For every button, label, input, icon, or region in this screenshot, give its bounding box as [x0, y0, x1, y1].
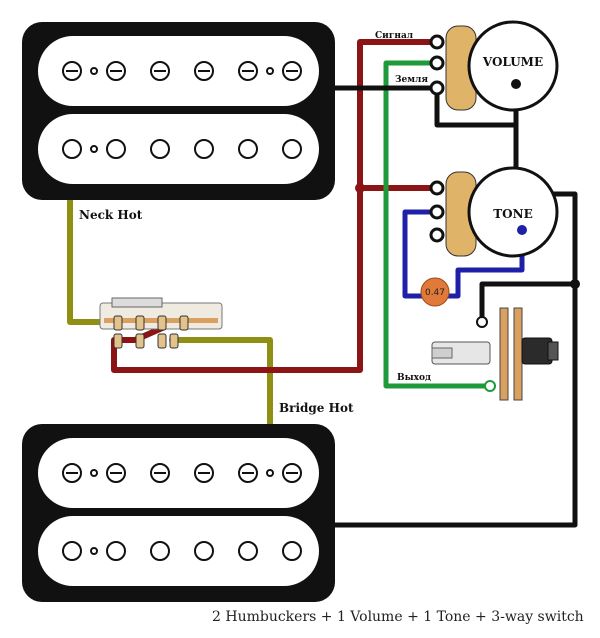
- pole-piece: [194, 139, 214, 159]
- switch-lug: [157, 315, 167, 331]
- coil-screw: [90, 145, 98, 153]
- pole-piece: [238, 139, 258, 159]
- jack-plate: [499, 307, 509, 401]
- pot-ground-point: [511, 79, 521, 89]
- neck-pole-pieces: [62, 61, 302, 159]
- pole-piece: [62, 139, 82, 159]
- bridge-hot-wire: [169, 337, 273, 433]
- pot-lug: [429, 80, 445, 96]
- pickup-coil: [38, 114, 319, 184]
- signal-label: Сигнал: [375, 31, 414, 41]
- ground-wire-jack: [479, 281, 578, 325]
- pot-lug: [429, 34, 445, 50]
- volume-label: VOLUME: [482, 55, 543, 69]
- bridge-hot-label: Bridge Hot: [279, 401, 354, 415]
- switch-lug: [113, 315, 123, 331]
- tone-wire: [402, 209, 440, 299]
- tone-label: TONE: [493, 207, 533, 221]
- three-way-switch: [99, 297, 223, 349]
- capacitor: 0.47: [420, 277, 450, 307]
- switch-lug: [135, 333, 145, 349]
- pole-piece: [150, 541, 170, 561]
- signal-output-wire: [383, 60, 493, 389]
- ground-label: Земля: [395, 75, 428, 85]
- jack-plate: [513, 307, 523, 401]
- coil-screw: [90, 67, 98, 75]
- bridge-pole-pieces: [62, 463, 302, 561]
- coil-screw: [90, 547, 98, 555]
- capacitor-body: [420, 277, 450, 307]
- volume-pot: VOLUME: [429, 20, 559, 112]
- switch-lug: [157, 333, 167, 349]
- capacitor-value: 0.47: [425, 288, 445, 298]
- switch-lug: [135, 315, 145, 331]
- pickup-coil: [38, 516, 319, 586]
- pickup-coil: [38, 36, 319, 106]
- pot-body: [467, 166, 559, 258]
- coil-screw: [90, 469, 98, 477]
- pole-piece: [106, 541, 126, 561]
- junction-dot: [570, 279, 580, 289]
- switch-lug: [179, 315, 189, 331]
- output-label: Выход: [397, 373, 431, 383]
- pole-piece: [238, 541, 258, 561]
- coil-screw: [266, 67, 274, 75]
- coil-screw: [266, 469, 274, 477]
- pot-lug: [429, 55, 445, 71]
- output-jack: [431, 307, 559, 401]
- tone-pot: TONE: [429, 166, 559, 258]
- pickup-coil: [38, 438, 319, 508]
- jack-plug-tip: [431, 347, 453, 359]
- bridge-humbucker: [22, 424, 335, 602]
- jack-signal-lug: [484, 380, 496, 392]
- pot-lug: [429, 180, 445, 196]
- neck-hot-label: Neck Hot: [79, 208, 143, 222]
- pot-ground-point: [517, 225, 527, 235]
- pot-lug: [429, 227, 445, 243]
- pole-piece: [150, 139, 170, 159]
- switch-lug: [113, 333, 123, 349]
- pole-piece: [106, 139, 126, 159]
- diagram-caption: 2 Humbuckers + 1 Volume + 1 Tone + 3-way…: [212, 609, 584, 625]
- switch-lever-housing: [111, 297, 163, 308]
- pole-piece: [282, 139, 302, 159]
- pole-piece: [282, 541, 302, 561]
- pot-lug: [429, 204, 445, 220]
- pot-body: [467, 20, 559, 112]
- junction-dot: [355, 183, 365, 193]
- pole-piece: [62, 541, 82, 561]
- switch-lug: [169, 333, 179, 349]
- pole-piece: [194, 541, 214, 561]
- jack-ground-lug: [476, 316, 488, 328]
- neck-humbucker: [22, 22, 335, 200]
- jack-nut: [547, 341, 559, 361]
- tone-wire-ground: [444, 227, 525, 299]
